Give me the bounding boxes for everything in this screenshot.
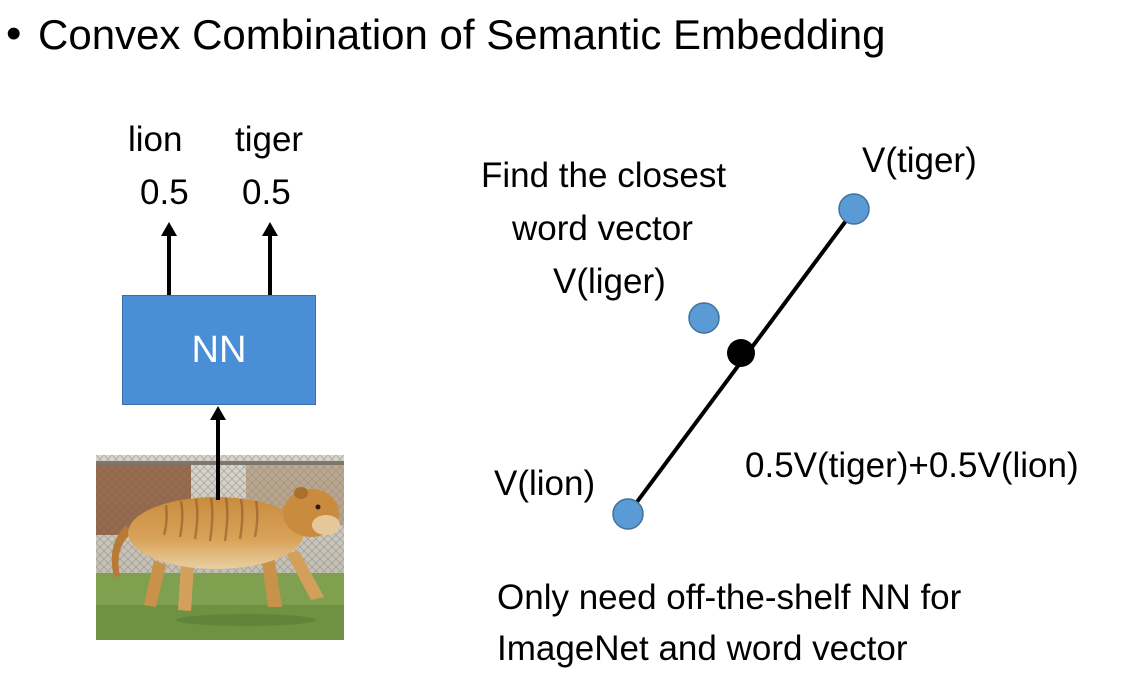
neural-network-box: NN [122, 295, 316, 405]
find-text-line-1: Find the closest [481, 156, 727, 195]
slide-title: Convex Combination of Semantic Embedding [38, 11, 886, 58]
tiger-vector-label: V(tiger) [862, 141, 977, 180]
point-tiger [838, 193, 870, 225]
lion-vector-label: V(lion) [494, 464, 596, 503]
nn-box-label: NN [191, 328, 247, 371]
note-line-2: ImageNet and word vector [497, 629, 908, 668]
output-label-lion: lion [128, 120, 183, 159]
output-label-tiger: tiger [235, 120, 304, 159]
point-liger [688, 302, 720, 334]
output-value-tiger: 0.5 [242, 173, 291, 212]
point-midpoint [727, 339, 755, 367]
arrowhead-tiger [262, 222, 278, 236]
point-lion [612, 498, 644, 530]
combination-label: 0.5V(tiger)+0.5V(lion) [745, 446, 1079, 485]
find-text-line-2: word vector [512, 209, 693, 248]
title-bullet: • [6, 9, 22, 58]
output-value-lion: 0.5 [140, 173, 189, 212]
liger-label: V(liger) [553, 262, 666, 301]
note-line-1: Only need off-the-shelf NN for [497, 578, 962, 617]
arrowhead-lion [161, 222, 177, 236]
liger-photo [96, 455, 344, 640]
arrowhead-nn [210, 406, 226, 420]
